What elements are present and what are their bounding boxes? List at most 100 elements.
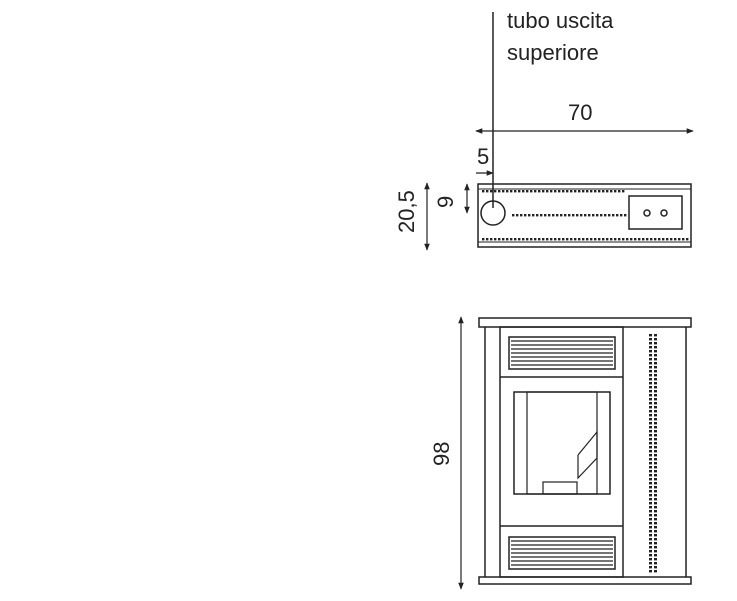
side-vent-dot xyxy=(654,526,657,529)
vent-dot xyxy=(502,238,505,241)
side-vent-dot xyxy=(654,546,657,549)
side-vent-dot xyxy=(654,538,657,541)
vent-dot xyxy=(526,190,529,193)
side-vent-dot xyxy=(649,514,652,517)
side-vent-dot xyxy=(649,542,652,545)
side-vent-dot xyxy=(654,418,657,421)
offset-x-label: 5 xyxy=(477,144,489,169)
side-vent-dot xyxy=(649,526,652,529)
side-vent-dot xyxy=(649,402,652,405)
side-vent-dot xyxy=(654,502,657,505)
vent-dot xyxy=(558,238,561,241)
side-vent-dot xyxy=(654,358,657,361)
side-vent-dot xyxy=(654,450,657,453)
side-vent-dot xyxy=(654,554,657,557)
vent-dot xyxy=(594,190,597,193)
side-vent-dot xyxy=(649,534,652,537)
side-vent-dot xyxy=(654,346,657,349)
side-vent-dot xyxy=(649,434,652,437)
vent-dot xyxy=(614,238,617,241)
vent-dot xyxy=(526,238,529,241)
side-vent-dot xyxy=(654,522,657,525)
vent-dot xyxy=(532,214,535,217)
vent-dot xyxy=(602,238,605,241)
vent-dot xyxy=(520,214,523,217)
vent-dot xyxy=(540,214,543,217)
side-vent-dot xyxy=(649,430,652,433)
vent-dot xyxy=(518,238,521,241)
vent-dot xyxy=(614,190,617,193)
vent-dot xyxy=(486,190,489,193)
vent-dot xyxy=(670,238,673,241)
vent-dot xyxy=(570,238,573,241)
vent-dot xyxy=(618,238,621,241)
vent-dot xyxy=(546,190,549,193)
outlet-label-line2: superiore xyxy=(507,40,599,65)
side-vent-dot xyxy=(649,562,652,565)
side-vent-dot xyxy=(649,422,652,425)
vent-dot xyxy=(626,238,629,241)
side-vent-dot xyxy=(649,410,652,413)
vent-dot xyxy=(510,190,513,193)
vent-dot xyxy=(538,190,541,193)
side-vent-dot xyxy=(654,486,657,489)
vent-dot xyxy=(490,238,493,241)
vent-dot xyxy=(546,238,549,241)
ash-tray xyxy=(542,481,578,495)
vent-dot xyxy=(576,214,579,217)
vent-dot xyxy=(568,214,571,217)
vent-dot xyxy=(494,190,497,193)
side-vent-dot xyxy=(654,446,657,449)
vent-dot xyxy=(638,238,641,241)
top-view xyxy=(424,12,694,251)
side-vent-dot xyxy=(649,406,652,409)
side-vent-dot xyxy=(649,426,652,429)
side-vent-dot xyxy=(654,402,657,405)
side-vent-dot xyxy=(649,506,652,509)
vent-dot xyxy=(554,238,557,241)
vent-dot xyxy=(534,238,537,241)
vent-dot xyxy=(610,238,613,241)
side-vent-dot xyxy=(649,438,652,441)
side-vent-dot xyxy=(649,366,652,369)
vent-dot xyxy=(522,238,525,241)
vent-dot xyxy=(590,190,593,193)
side-vent-dot xyxy=(654,354,657,357)
vent-dot xyxy=(538,238,541,241)
side-vent-dot xyxy=(649,446,652,449)
side-vent-dot xyxy=(649,466,652,469)
vent-dot xyxy=(528,214,531,217)
fire-door-outer xyxy=(513,391,611,495)
vent-dot xyxy=(682,238,685,241)
vent-dot xyxy=(558,190,561,193)
vent-dot xyxy=(494,238,497,241)
fire-door-handle xyxy=(577,430,598,480)
side-vent-dot xyxy=(649,334,652,337)
side-vent-dot xyxy=(654,466,657,469)
side-vent-dot xyxy=(654,374,657,377)
vent-dot xyxy=(584,214,587,217)
side-vent-dot xyxy=(654,514,657,517)
vent-dot xyxy=(582,190,585,193)
side-vent-dot xyxy=(654,334,657,337)
control-box xyxy=(628,195,683,230)
vent-dot xyxy=(622,238,625,241)
vent-dot xyxy=(574,238,577,241)
side-vent-dot xyxy=(654,458,657,461)
side-vent-dot xyxy=(654,414,657,417)
side-vent-dot xyxy=(649,510,652,513)
vent-dot xyxy=(592,214,595,217)
side-vent-dot xyxy=(654,470,657,473)
labels: tubo uscita superiore 70 5 20,5 9 98 xyxy=(394,8,614,466)
side-vent-dot xyxy=(649,378,652,381)
side-vent-dot xyxy=(654,506,657,509)
vent-dot xyxy=(616,214,619,217)
vent-dot xyxy=(596,214,599,217)
side-vent-dot xyxy=(654,406,657,409)
side-vent-dot xyxy=(654,570,657,573)
side-vent-dot xyxy=(654,550,657,553)
side-vent-dot xyxy=(649,414,652,417)
fire-door-glass xyxy=(526,391,598,495)
side-vent-dot xyxy=(654,534,657,537)
